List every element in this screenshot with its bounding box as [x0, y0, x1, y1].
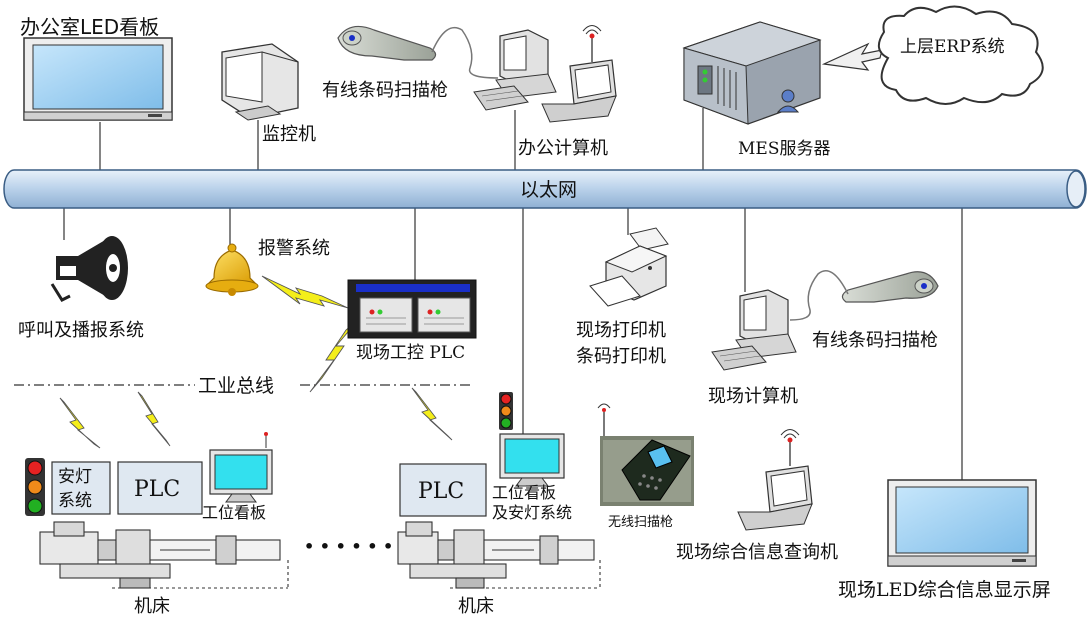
label-mes-server: MES服务器 [738, 139, 830, 159]
ethernet-bus [3, 169, 1087, 209]
field-plc-rack [347, 279, 477, 339]
label-erp: 上层ERP系统 [900, 37, 1005, 57]
station-board-monitor-right [499, 433, 565, 487]
andon-light-right [499, 392, 513, 430]
label-station-andon-1: 工位看板 [492, 483, 556, 502]
label-wired-scanner-field: 有线条码扫描枪 [812, 330, 938, 351]
label-field-query: 现场综合信息查询机 [676, 542, 838, 563]
wired-scanner-field-icon [789, 270, 939, 321]
erp-cloud-shape [877, 5, 1044, 105]
label-station-andon-2: 及安灯系统 [492, 503, 572, 522]
plc-b-box [399, 463, 487, 517]
erp-arrow-icon [821, 42, 883, 71]
label-plc-b: PLC [418, 479, 464, 504]
label-field-plc: 现场工控 PLC [356, 343, 465, 363]
lightning-plc-b [411, 387, 453, 441]
machine-tool-a [39, 521, 289, 589]
wireless-links [59, 275, 453, 449]
office-led-board [23, 37, 173, 121]
label-monitor-pc: 监控机 [262, 124, 316, 145]
label-wired-scanner-office: 有线条码扫描枪 [322, 80, 448, 101]
station-board-monitor-left [209, 432, 273, 503]
label-office-pc: 办公计算机 [518, 138, 608, 159]
wireless-handheld-icon [597, 403, 694, 506]
plc-a-box [117, 461, 203, 515]
monitor-crt-icon [221, 43, 299, 121]
field-led-display [887, 479, 1037, 567]
office-pc-icon [473, 29, 557, 111]
wired-scanner-office-icon [337, 25, 499, 79]
label-dots: • • • • • • [304, 537, 393, 556]
machine-tool-b [397, 521, 601, 589]
label-office-led: 办公室LED看板 [20, 15, 159, 39]
label-andon-2: 系统 [58, 491, 92, 511]
label-wireless-scanner: 无线扫描枪 [608, 514, 673, 530]
field-printer-icon [589, 227, 669, 307]
label-plc-a: PLC [134, 477, 180, 502]
label-alarm: 报警系统 [258, 238, 330, 259]
office-laptop-icon [541, 25, 617, 123]
label-field-printer-2: 条码打印机 [576, 346, 666, 367]
label-ethernet: 以太网 [520, 179, 577, 201]
label-machine-a: 机床 [134, 596, 170, 617]
bus-drop-lines [63, 108, 963, 480]
label-field-printer-1: 现场打印机 [576, 320, 666, 341]
field-pc-icon [711, 289, 797, 371]
field-query-laptop-icon [737, 429, 813, 531]
label-andon-1: 安灯 [58, 467, 92, 487]
label-station-board: 工位看板 [202, 503, 266, 522]
label-field-pc: 现场计算机 [708, 386, 798, 407]
alarm-bell-icon [205, 243, 259, 296]
mes-server-icon [682, 21, 822, 125]
label-call-broadcast: 呼叫及播报系统 [18, 320, 144, 341]
lightning-plc-bus [309, 317, 361, 393]
andon-light-left [25, 458, 45, 516]
lightning-andon [59, 397, 101, 449]
label-machine-b: 机床 [458, 596, 494, 617]
label-field-led: 现场LED综合信息显示屏 [838, 579, 1051, 601]
lightning-alarm-plc [261, 275, 349, 309]
andon-box [51, 461, 111, 515]
speaker-icon [50, 236, 128, 302]
lightning-plc-a [137, 391, 171, 447]
label-fieldbus: 工业总线 [198, 375, 274, 397]
